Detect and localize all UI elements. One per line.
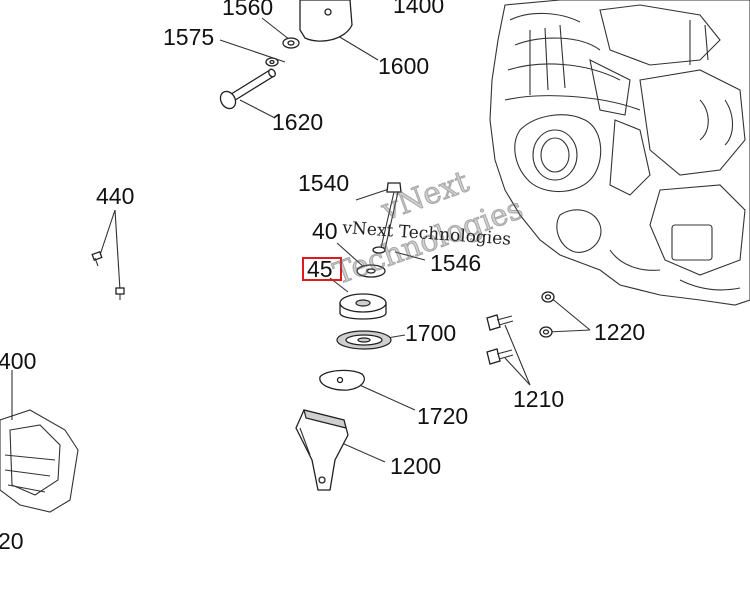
bolt-icon — [486, 314, 514, 365]
washer-icon — [356, 264, 386, 278]
callout-1575: 1575 — [163, 24, 215, 50]
callout-20-left: 20 — [0, 528, 24, 554]
washer-icon — [282, 37, 300, 49]
bracket-icon — [295, 409, 349, 491]
washer-icon — [319, 369, 365, 391]
callout-45: 45 — [307, 256, 333, 282]
callout-1600: 1600 — [378, 53, 430, 79]
washer-icon — [372, 246, 386, 254]
engine-assembly-icon — [489, 0, 750, 306]
callout-1720: 1720 — [417, 403, 469, 429]
bolt-icon — [91, 250, 125, 300]
callout-45-highlight — [302, 257, 342, 281]
callout-1220: 1220 — [594, 319, 646, 345]
washer-icon — [539, 291, 555, 338]
washer-icon — [265, 57, 279, 67]
callout-1620: 1620 — [272, 109, 324, 135]
callout-1560: 1560 — [222, 0, 274, 20]
cover-plate-icon — [299, 0, 353, 42]
callout-1546: 1546 — [430, 250, 482, 276]
callout-440: 440 — [96, 183, 135, 209]
callout-1700: 1700 — [405, 320, 457, 346]
pin-icon — [219, 68, 276, 110]
callout-400-left: 400 — [0, 348, 37, 374]
callout-1210: 1210 — [513, 386, 565, 412]
bolt-icon — [380, 182, 402, 250]
throttle-body-icon — [0, 370, 79, 513]
callout-1200: 1200 — [390, 453, 442, 479]
callout-40: 40 — [312, 218, 338, 244]
callout-1540: 1540 — [298, 170, 350, 196]
rubber-bushing-icon — [339, 293, 387, 320]
callout-1400-top: 1400 — [393, 0, 445, 18]
washer-icon — [336, 330, 392, 350]
